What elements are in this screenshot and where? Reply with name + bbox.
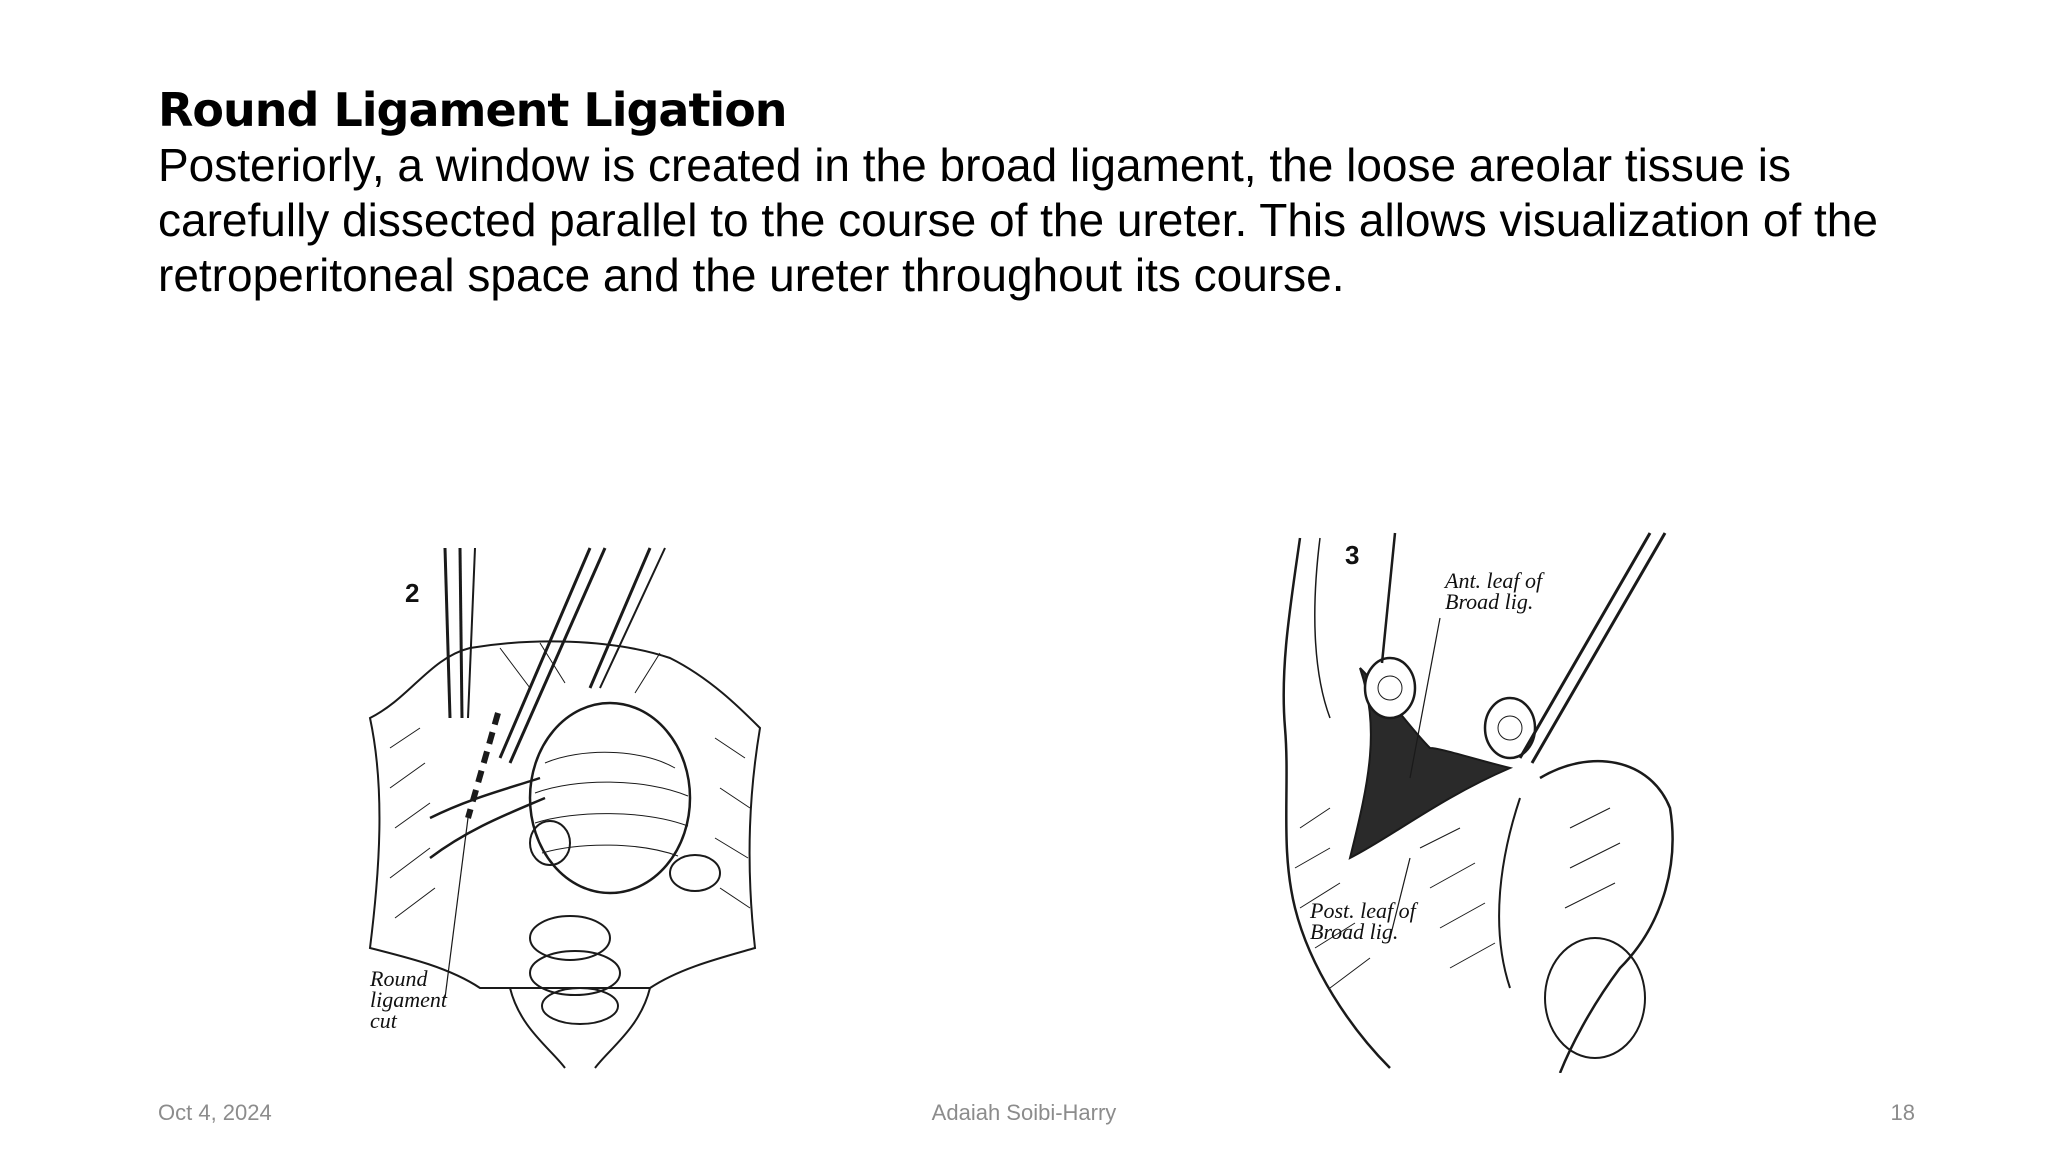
figure-number-left: 2 [405,578,420,608]
surgical-drawing-right [1282,532,1674,1073]
figure-label-round-ligament: Round ligament cut [370,966,447,1033]
footer-page-number: 18 [1890,1100,1915,1125]
figure-label-ant-leaf: Ant. leaf of Broad lig. [1445,568,1543,614]
surgical-illustration-round-ligament: 2 Round ligament cut [350,528,780,1073]
footer-author: Adaiah Soibi-Harry [931,1100,1117,1125]
figure-label-post-leaf: Post. leaf of Broad lig. [1310,898,1416,944]
figure-number-right: 3 [1345,540,1360,570]
slide-title: Round Ligament Ligation [158,83,788,137]
surgical-drawing-left [368,547,762,1069]
footer-date: Oct 4, 2024 [158,1100,272,1125]
slide-body-text: Posteriorly, a window is created in the … [158,139,1878,301]
surgical-illustration-broad-ligament: 3 Ant. leaf of Broad lig. Post. leaf of … [1270,528,1680,1073]
